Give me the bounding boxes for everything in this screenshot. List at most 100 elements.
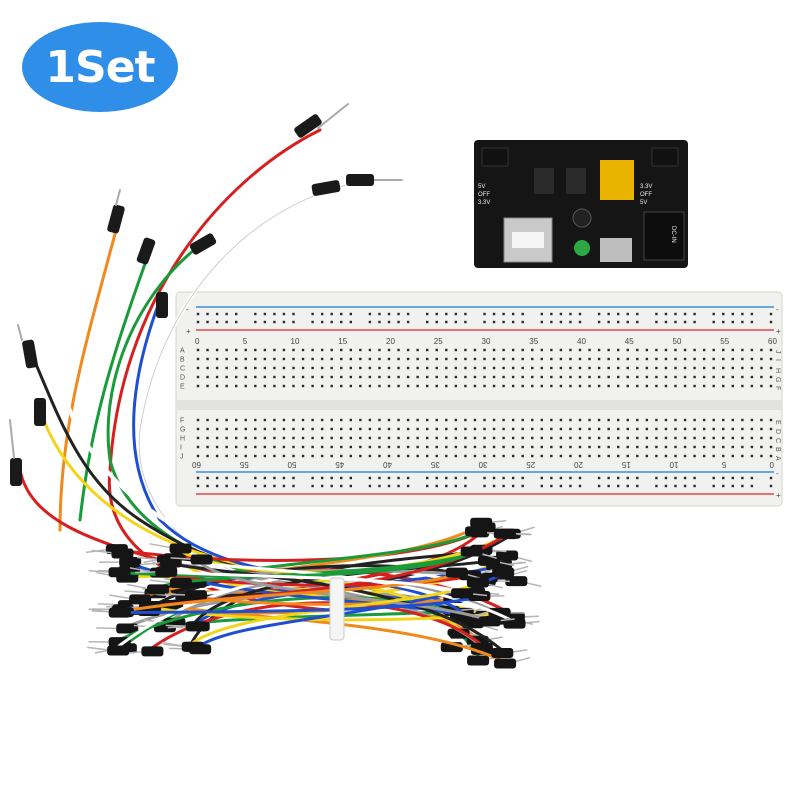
rail-minus-br: - — [776, 469, 779, 478]
short-wire — [116, 571, 462, 614]
wire-housing — [141, 646, 164, 657]
bottom-number: 60 — [192, 460, 201, 469]
top-number: 30 — [482, 337, 491, 346]
power-supply-module: 5V OFF 3.3V 3.3V OFF 5V DC-IN — [474, 140, 688, 268]
top-number: 5 — [243, 337, 248, 346]
badge-1set: 1Set — [22, 22, 178, 112]
wire-housing — [169, 577, 192, 588]
top-number: 0 — [195, 337, 200, 346]
row-label-right: G — [774, 377, 781, 382]
wire-housing — [185, 621, 208, 632]
row-label-right: I — [774, 359, 781, 361]
rail-plus-tr: + — [776, 327, 781, 336]
top-number: 50 — [673, 337, 682, 346]
row-label-right: H — [774, 368, 781, 373]
bottom-number: 25 — [526, 460, 535, 469]
row-label-right: F — [774, 386, 781, 390]
top-number: 40 — [577, 337, 586, 346]
bottom-number: 10 — [669, 460, 678, 469]
bottom-number: 35 — [430, 460, 439, 469]
wire-housing — [465, 526, 488, 537]
wire-housing — [496, 550, 519, 561]
wire-housing — [492, 567, 515, 578]
pm-label-r1: OFF — [640, 192, 652, 198]
pm-label-l2: 3.3V — [478, 200, 490, 206]
wire-housing — [111, 548, 134, 559]
row-label-right: A — [774, 456, 781, 461]
pm-dc-label: DC-IN — [670, 226, 676, 243]
row-label: E — [180, 384, 185, 391]
short-wire — [164, 561, 507, 655]
pm-label-l0: 5V — [478, 184, 485, 190]
bottom-number: 55 — [239, 460, 248, 469]
row-label-right: C — [774, 438, 781, 443]
pm-label-r0: 3.3V — [640, 184, 652, 190]
badge-label: 1Set — [45, 41, 155, 93]
wire-housing — [466, 577, 489, 588]
bottom-number: 40 — [383, 460, 392, 469]
rail-plus-tl: + — [186, 327, 191, 336]
row-label: C — [180, 366, 185, 373]
row-label: H — [180, 436, 185, 443]
wire-housing — [155, 566, 178, 577]
row-label-right: J — [774, 350, 781, 354]
row-label: D — [180, 375, 185, 382]
wire-housing — [108, 567, 131, 578]
bottom-number: 5 — [721, 460, 726, 469]
long-wire-pins — [9, 103, 403, 486]
row-label: A — [180, 348, 185, 355]
rail-minus-tr: - — [776, 305, 779, 314]
top-number: 25 — [434, 337, 443, 346]
rail-plus-br: + — [776, 491, 781, 500]
bottom-number: 50 — [287, 460, 296, 469]
top-number: 60 — [768, 337, 777, 346]
row-label: I — [180, 445, 182, 452]
row-label: B — [180, 357, 185, 364]
top-number: 10 — [291, 337, 300, 346]
row-label: J — [180, 454, 184, 461]
wire-housing — [181, 641, 204, 652]
wire-housing — [477, 555, 500, 566]
wire-housing — [185, 590, 208, 601]
wire-housing — [107, 645, 130, 656]
top-number: 15 — [338, 337, 347, 346]
wire-housing — [169, 543, 192, 554]
wire-housing — [478, 616, 501, 627]
bottom-number: 15 — [621, 460, 630, 469]
wire-housing — [503, 618, 526, 629]
bottom-number: 0 — [769, 460, 774, 469]
cable-tie — [329, 577, 345, 641]
bottom-number: 45 — [335, 460, 344, 469]
wire-housing — [116, 623, 139, 634]
wire-housing — [147, 584, 170, 595]
top-number: 45 — [625, 337, 634, 346]
short-wire — [145, 601, 487, 653]
short-wire — [113, 594, 484, 615]
wire-housing — [159, 557, 182, 568]
wire-housing — [488, 607, 511, 618]
wire-housing — [505, 576, 528, 587]
wire-housing — [451, 588, 474, 599]
short-wire — [159, 570, 467, 595]
wire-housing — [493, 528, 516, 539]
top-number: 20 — [386, 337, 395, 346]
row-label: G — [180, 427, 185, 434]
top-number: 55 — [720, 337, 729, 346]
wire-housing — [470, 517, 493, 528]
wire-housing — [445, 567, 468, 578]
rail-minus-tl: - — [186, 305, 189, 314]
row-label-right: B — [774, 447, 781, 452]
wire-housing — [108, 607, 131, 618]
row-label-right: D — [774, 429, 781, 434]
short-wire — [165, 603, 510, 665]
wire-housing — [494, 658, 517, 669]
row-label-right: E — [774, 420, 781, 425]
wire-housing — [119, 556, 142, 567]
bottom-number: 30 — [478, 460, 487, 469]
row-label: F — [180, 418, 184, 425]
breadboard-holes — [196, 312, 773, 488]
wire-housing — [491, 648, 514, 659]
